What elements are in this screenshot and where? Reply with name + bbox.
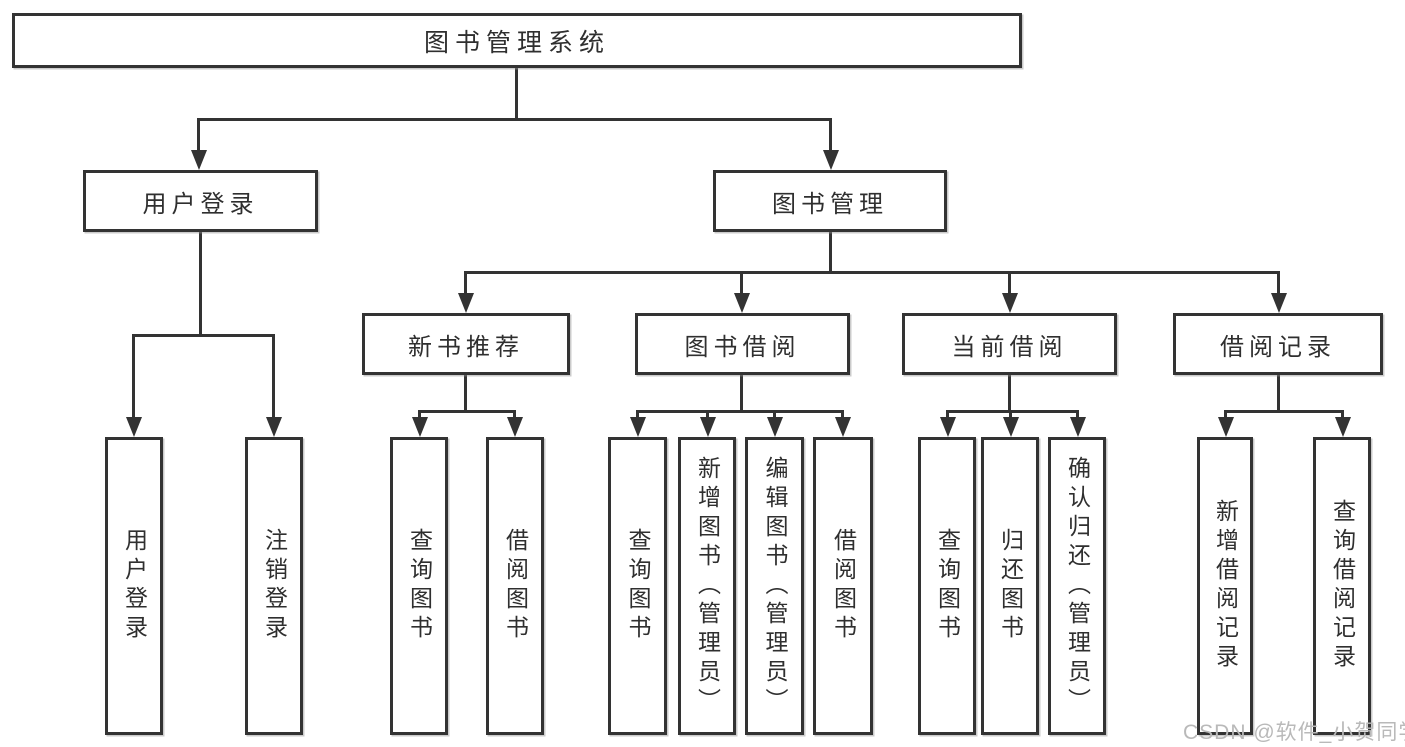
arrow-down — [132, 334, 135, 417]
leaf-borrowing-add-books-admin-label: 新增图书（管理员） — [694, 455, 721, 717]
arrow-down — [841, 410, 844, 417]
leaf-records-query-record-label: 查询借阅记录 — [1329, 499, 1356, 673]
node-new-book-recommendation-label: 新书推荐 — [408, 333, 524, 361]
leaf-current-query-books: 查询图书 — [918, 437, 976, 735]
leaf-borrowing-edit-books-admin-label: 编辑图书（管理员） — [762, 455, 788, 717]
node-borrowing-records: 借阅记录 — [1173, 313, 1383, 375]
arrow-down — [464, 271, 467, 293]
leaf-borrowing-query-books-label: 查询图书 — [625, 528, 651, 644]
leaf-recommend-borrow-books-label: 借阅图书 — [502, 528, 529, 644]
connector-line — [1224, 410, 1343, 413]
node-book-borrowing-label: 图书借阅 — [684, 333, 801, 361]
arrow-down — [513, 410, 516, 417]
leaf-borrowing-borrow-books: 借阅图书 — [813, 437, 873, 735]
leaf-user-login: 用户登录 — [105, 437, 163, 735]
leaf-recommend-query-books-label: 查询图书 — [406, 528, 433, 644]
connector-line — [418, 410, 516, 413]
arrow-down — [1076, 410, 1079, 417]
leaf-records-add-record-label: 新增借阅记录 — [1212, 499, 1239, 673]
leaf-current-confirm-return-admin-label: 确认归还（管理员） — [1064, 455, 1091, 717]
arrow-down — [1009, 410, 1012, 417]
connector-line — [515, 68, 518, 118]
arrow-down — [636, 410, 639, 417]
leaf-borrowing-borrow-books-label: 借阅图书 — [830, 528, 857, 644]
node-user-login: 用户登录 — [83, 170, 318, 232]
connector-line — [132, 334, 275, 337]
connector-line — [946, 410, 1078, 413]
leaf-records-query-record: 查询借阅记录 — [1313, 437, 1371, 735]
leaf-user-login-label: 用户登录 — [121, 528, 148, 644]
leaf-logout: 注销登录 — [245, 437, 303, 735]
arrow-down — [1224, 410, 1227, 417]
node-borrowing-records-label: 借阅记录 — [1220, 333, 1336, 361]
leaf-current-return-books: 归还图书 — [981, 437, 1039, 735]
node-root: 图书管理系统 — [12, 13, 1022, 68]
node-new-book-recommendation: 新书推荐 — [362, 313, 570, 375]
leaf-current-return-books-label: 归还图书 — [997, 528, 1024, 644]
leaf-records-add-record: 新增借阅记录 — [1197, 437, 1253, 735]
connector-line — [829, 232, 832, 271]
connector-line — [465, 271, 1280, 274]
leaf-borrowing-edit-books-admin: 编辑图书（管理员） — [745, 437, 804, 735]
leaf-recommend-query-books: 查询图书 — [390, 437, 448, 735]
arrow-down — [1008, 271, 1011, 293]
arrow-down — [197, 118, 200, 150]
connector-line — [740, 375, 743, 410]
leaf-borrowing-add-books-admin: 新增图书（管理员） — [678, 437, 736, 735]
csdn-watermark: CSDN @软件_小贺同学 — [1183, 721, 1405, 744]
arrow-down — [740, 271, 743, 293]
arrow-down — [773, 410, 776, 417]
arrow-down — [706, 410, 709, 417]
node-book-management-label: 图书管理 — [772, 190, 888, 218]
arrow-down — [272, 334, 275, 417]
arrow-down — [1277, 271, 1280, 293]
node-book-borrowing: 图书借阅 — [635, 313, 850, 375]
leaf-logout-label: 注销登录 — [261, 528, 288, 644]
connector-line — [636, 410, 843, 413]
leaf-current-query-books-label: 查询图书 — [934, 528, 961, 644]
arrow-down — [1341, 410, 1344, 417]
arrow-down — [418, 410, 421, 417]
node-current-borrowing-label: 当前借阅 — [951, 333, 1068, 361]
node-current-borrowing: 当前借阅 — [902, 313, 1117, 375]
connector-line — [464, 375, 467, 410]
connector-line — [1008, 375, 1011, 410]
node-root-label: 图书管理系统 — [423, 28, 610, 57]
node-book-management: 图书管理 — [713, 170, 947, 232]
connector-line — [198, 118, 831, 121]
arrow-down — [829, 118, 832, 150]
leaf-current-confirm-return-admin: 确认归还（管理员） — [1048, 437, 1106, 735]
node-user-login-label: 用户登录 — [142, 190, 259, 218]
arrow-down — [946, 410, 949, 417]
connector-line — [1277, 375, 1280, 410]
leaf-borrowing-query-books: 查询图书 — [608, 437, 667, 735]
leaf-recommend-borrow-books: 借阅图书 — [486, 437, 544, 735]
connector-line — [199, 232, 202, 334]
